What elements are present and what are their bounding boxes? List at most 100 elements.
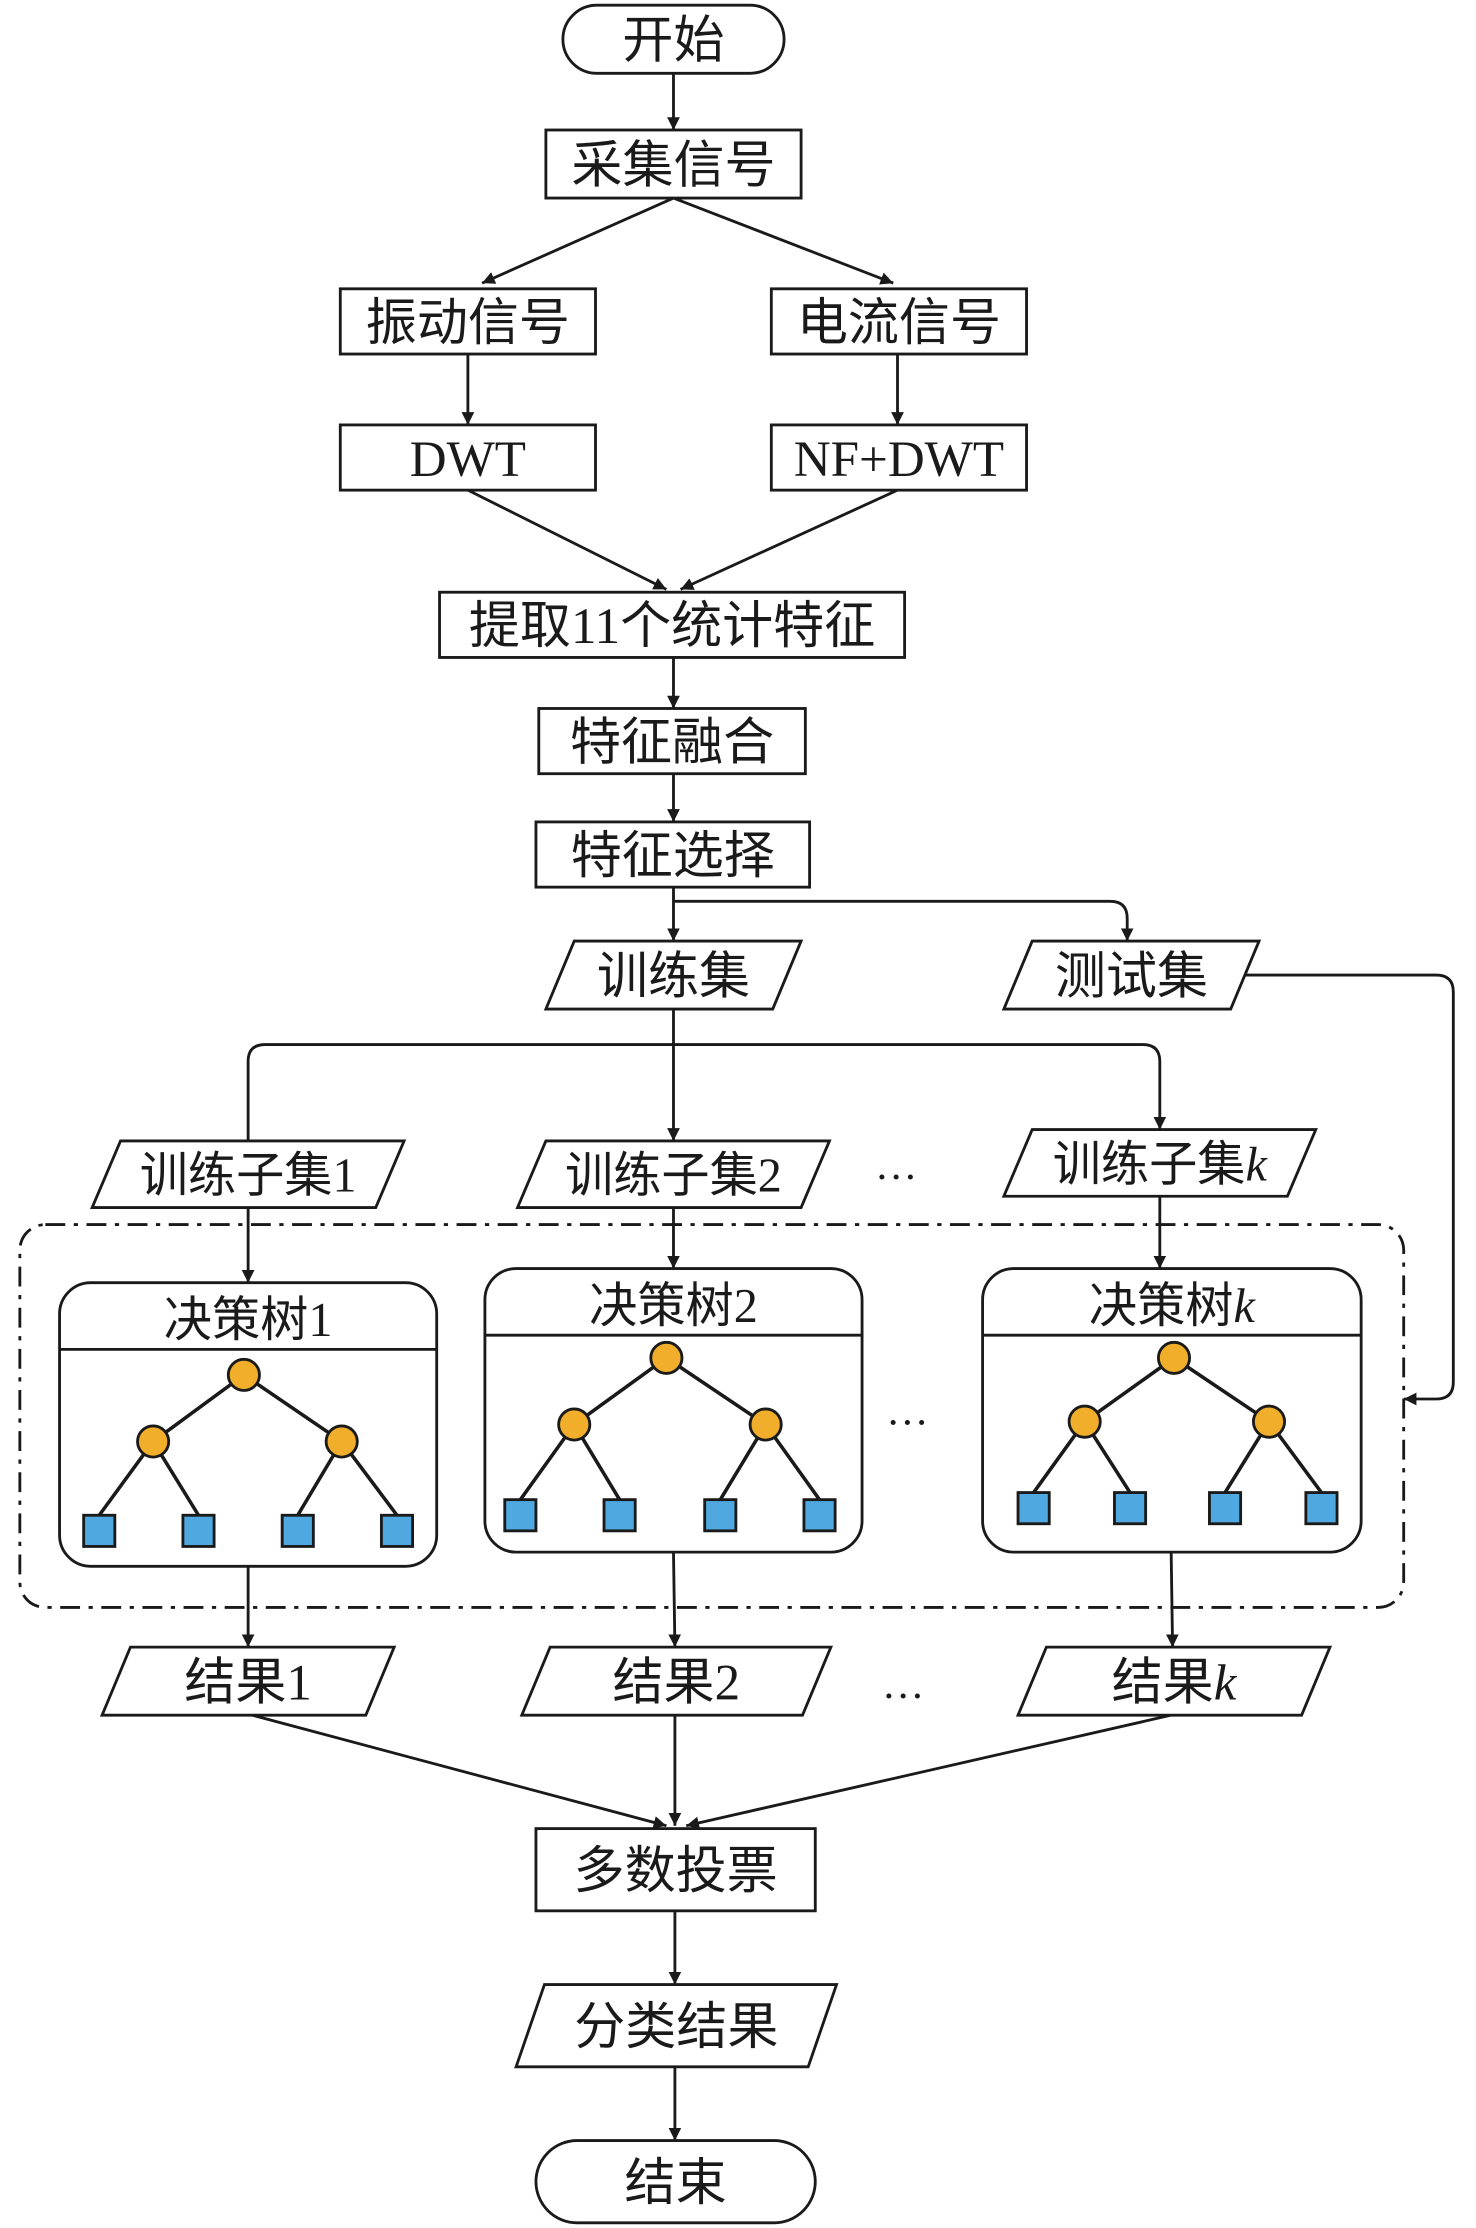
tree-edge <box>1173 1356 1270 1424</box>
train-subset-2-label: 训练子集2 <box>565 1150 782 1203</box>
leaf-node <box>379 1513 415 1548</box>
train-subset-2-label-text: 训练子集2 <box>565 1150 782 1203</box>
result-2-parallelogram <box>519 1645 833 1717</box>
connector-arrow <box>673 1043 1167 1130</box>
decision-tree-1-box <box>58 1281 439 1568</box>
connector-arrow <box>481 196 675 285</box>
tree-edge <box>665 1356 767 1426</box>
decision-tree-1-label-text: 决策树1 <box>164 1294 333 1347</box>
dwt-label: DWT <box>410 432 526 488</box>
start-label: 开始 <box>622 14 724 70</box>
leaf-node <box>703 1498 738 1533</box>
leaf-node <box>503 1498 538 1533</box>
leaf-node <box>1304 1491 1339 1526</box>
decision-tree-k-label-italic: k <box>1233 1280 1256 1333</box>
connector-arrow <box>668 1552 682 1648</box>
leaf-node <box>1208 1491 1243 1526</box>
current-signal-box <box>769 287 1028 356</box>
tree-edge <box>1083 1356 1176 1424</box>
connector-arrow <box>1244 973 1455 1406</box>
connector-arrow <box>252 1713 667 1829</box>
vibration-signal-box <box>338 287 597 356</box>
classification-result-label: 分类结果 <box>574 2000 778 2056</box>
current-signal-label: 电流信号 <box>797 296 1001 352</box>
tree-edge <box>573 1356 668 1426</box>
internal-node <box>1067 1404 1102 1439</box>
train-subset-1-label: 训练子集1 <box>140 1150 357 1203</box>
decision-tree-k-label-text: 决策树 <box>1089 1280 1234 1333</box>
extract-features-label: 提取11个统计特征 <box>469 599 875 655</box>
decision-tree-k-box <box>981 1267 1363 1554</box>
result-1-parallelogram <box>99 1645 397 1717</box>
decision-tree-2-label-text: 决策树2 <box>589 1280 758 1333</box>
end-label: 结束 <box>625 2156 727 2212</box>
result-1-label-text: 结果1 <box>184 1656 312 1712</box>
extract-features-box <box>438 590 907 659</box>
result-1-label: 结果1 <box>184 1656 312 1712</box>
train-subset-k-label-italic: k <box>1245 1138 1268 1191</box>
collect-signal-box <box>544 128 803 200</box>
ellipsis: … <box>882 1661 925 1708</box>
root-node <box>1156 1340 1192 1375</box>
connector-arrow <box>673 899 1134 942</box>
feature-fusion-box <box>537 707 807 776</box>
nf-dwt-box <box>769 423 1028 492</box>
decision-tree-2-box <box>483 1267 864 1554</box>
internal-node <box>136 1424 171 1459</box>
train-subset-k-label: 训练子集k <box>1053 1138 1269 1191</box>
test-set-label: 测试集 <box>1055 949 1208 1005</box>
train-subset-k-parallelogram <box>1001 1128 1318 1198</box>
leaf-node <box>82 1513 117 1548</box>
feature-fusion-label: 特征融合 <box>570 715 774 771</box>
start-terminator <box>561 3 786 75</box>
end-terminator <box>534 2139 817 2225</box>
majority-vote-box <box>534 1827 817 1913</box>
root-node <box>226 1357 261 1392</box>
connector-arrow <box>685 1713 1172 1830</box>
decision-tree-1-label: 决策树1 <box>164 1294 333 1347</box>
tree-edge <box>242 1373 343 1443</box>
classification-result-parallelogram <box>514 1983 839 2069</box>
train-set-parallelogram <box>543 939 804 1011</box>
test-set-parallelogram <box>1001 939 1262 1011</box>
decision-tree-k-label: 决策树k <box>1089 1280 1257 1333</box>
train-subset-1-parallelogram <box>90 1139 407 1209</box>
result-k-label-italic: k <box>1214 1656 1238 1712</box>
feature-selection-box <box>534 820 812 889</box>
feature-selection-label: 特征选择 <box>571 829 775 885</box>
connector-arrow <box>672 196 894 285</box>
leaf-node <box>1016 1491 1051 1526</box>
train-set-label: 训练集 <box>597 949 750 1005</box>
ellipsis: … <box>886 1388 929 1435</box>
internal-node <box>748 1407 783 1442</box>
train-subset-2-parallelogram <box>515 1139 832 1209</box>
ellipsis: … <box>875 1142 918 1189</box>
collect-signal-label: 采集信号 <box>571 138 775 194</box>
root-node <box>649 1340 684 1375</box>
connector-arrow <box>246 1043 674 1141</box>
decision-tree-2-label: 决策树2 <box>589 1280 758 1333</box>
connector-arrow <box>679 488 899 591</box>
internal-node <box>324 1424 359 1459</box>
leaf-node <box>280 1513 315 1548</box>
tree-edge <box>152 1373 245 1443</box>
leaf-node <box>181 1513 216 1548</box>
result-2-label-text: 结果2 <box>613 1656 741 1712</box>
connector-arrow <box>1166 1552 1179 1648</box>
train-subset-1-label-text: 训练子集1 <box>140 1150 357 1203</box>
majority-vote-label: 多数投票 <box>574 1844 778 1900</box>
leaf-node <box>602 1498 637 1533</box>
result-k-label-text: 结果 <box>1112 1656 1214 1712</box>
train-subset-k-label-text: 训练子集 <box>1053 1138 1246 1191</box>
result-2-label: 结果2 <box>613 1656 741 1712</box>
connector-arrow <box>467 488 668 591</box>
ensemble-group-boundary <box>18 1223 1406 1609</box>
vibration-signal-label: 振动信号 <box>366 296 570 352</box>
leaf-node <box>1113 1491 1148 1526</box>
leaf-node <box>802 1498 837 1533</box>
result-k-label: 结果k <box>1112 1656 1238 1712</box>
result-k-parallelogram <box>1015 1645 1333 1717</box>
internal-node <box>1251 1404 1287 1439</box>
nf-dwt-label: NF+DWT <box>794 432 1004 488</box>
